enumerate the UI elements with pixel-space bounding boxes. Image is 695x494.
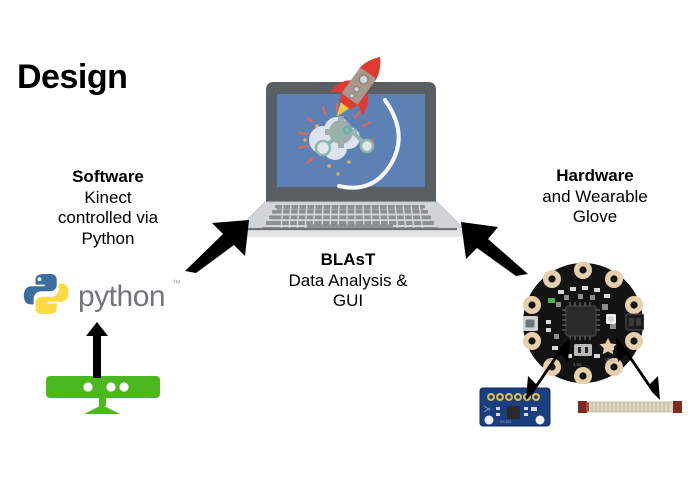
imu-breakout-board: GY-521: [478, 382, 552, 432]
software-label-block: Software Kinect controlled via Python: [28, 167, 188, 250]
kinect-sensor-icon: [40, 374, 166, 416]
arrow-hardware-to-laptop: [458, 219, 530, 276]
svg-text:python: python: [78, 280, 165, 313]
circuit-playground-board: GND 3.3V VBAT: [522, 261, 645, 385]
software-body-line-2: controlled via: [57, 208, 159, 228]
svg-text:GND: GND: [546, 357, 555, 362]
arrow-kinect-to-python: [84, 322, 110, 378]
svg-text:3.3V: 3.3V: [573, 362, 582, 367]
arrow-flex-to-board: [612, 336, 662, 402]
hardware-body-line-1: and Wearable: [542, 186, 648, 206]
arrow-imu-to-board: [524, 336, 574, 402]
center-label-block: BLAsT Data Analysis & GUI: [248, 250, 448, 312]
rocket-icon: [326, 48, 392, 124]
center-body-line-2: GUI: [332, 291, 364, 311]
python-logo: python ™: [22, 270, 182, 318]
svg-text:VBAT: VBAT: [605, 357, 616, 362]
page-title: Design: [17, 58, 128, 96]
center-body-line-1: Data Analysis &: [288, 270, 408, 290]
software-body-line-3: Python: [81, 229, 135, 249]
hardware-label-block: Hardware and Wearable Glove: [512, 166, 678, 228]
software-heading: Software: [72, 167, 144, 186]
blast-heading: BLAsT: [320, 250, 376, 269]
hardware-body-line-2: Glove: [572, 207, 618, 227]
laptop-illustration: [237, 78, 465, 243]
hardware-heading: Hardware: [556, 166, 634, 185]
arrow-software-to-laptop: [183, 218, 253, 273]
flex-sensor-strip: [577, 398, 683, 416]
svg-text:™: ™: [172, 278, 181, 288]
software-body-line-1: Kinect: [84, 187, 132, 207]
svg-text:GY-521: GY-521: [500, 420, 511, 424]
